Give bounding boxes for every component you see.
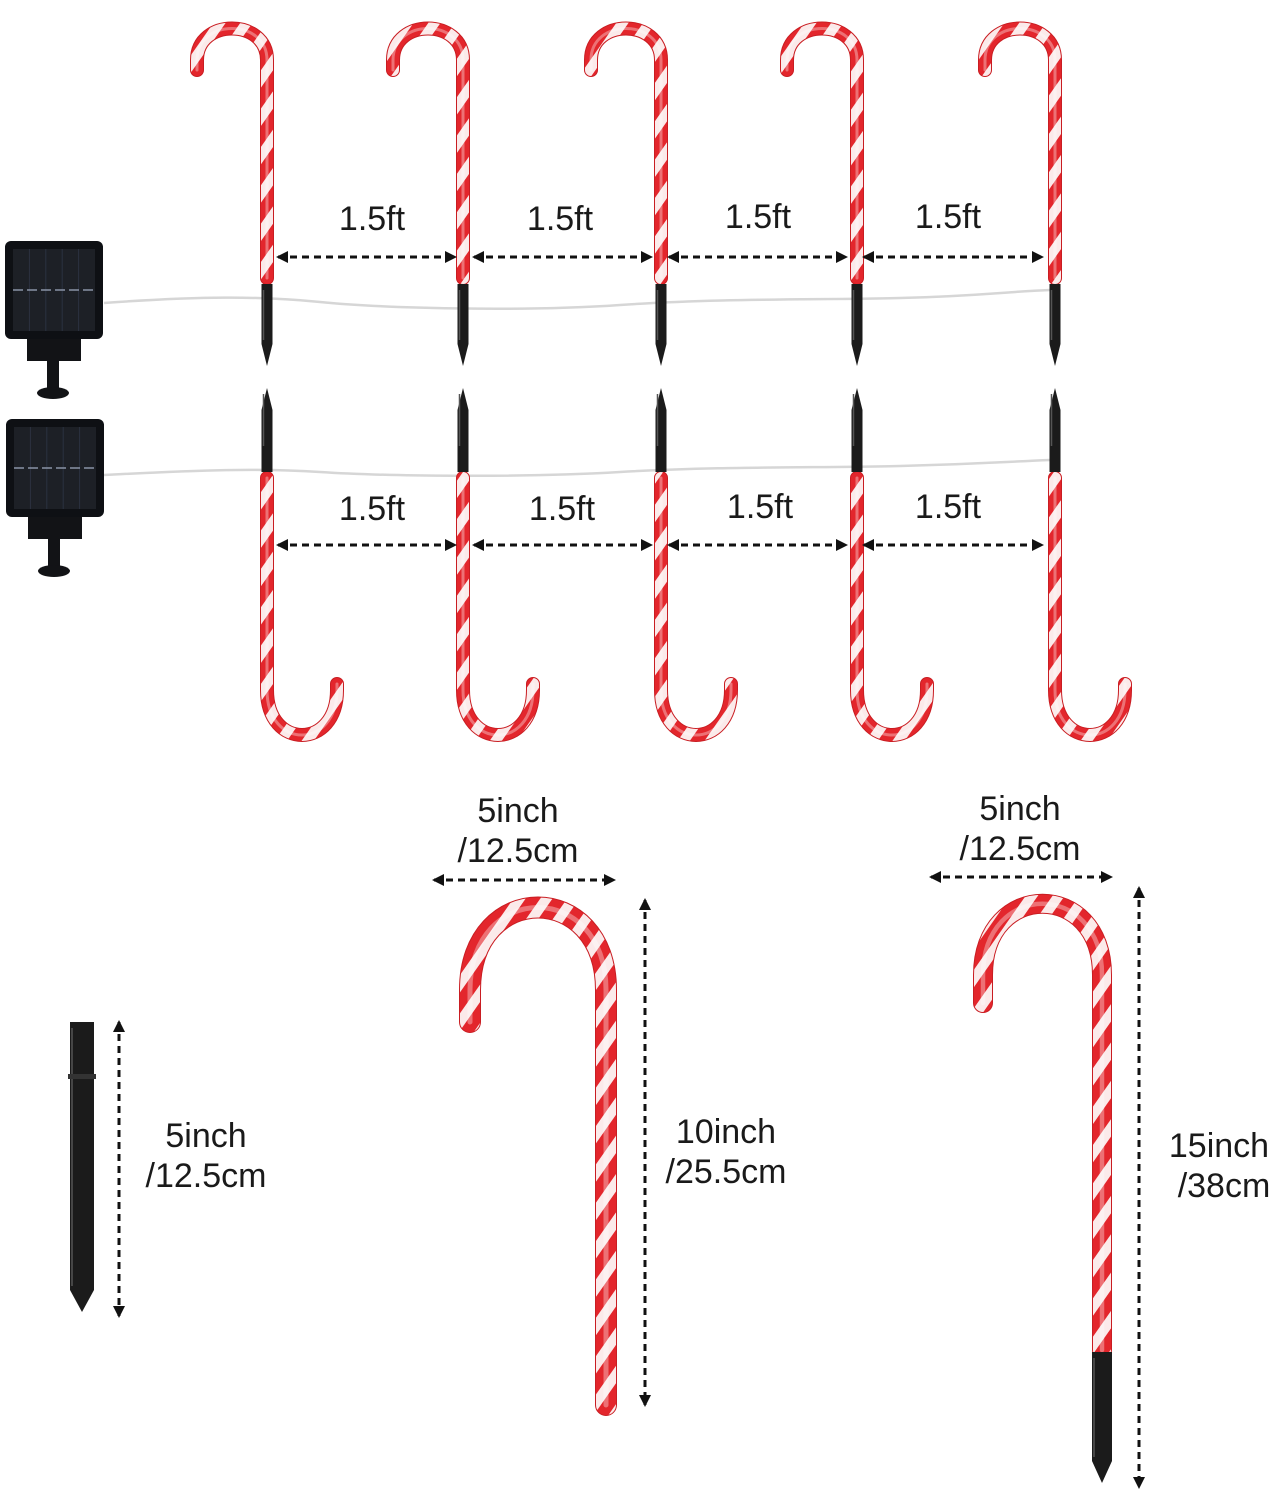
candy-cane-icon <box>973 893 1112 1360</box>
solar-panel-icon <box>5 241 103 399</box>
small-cane-height-line2: /25.5cm <box>666 1153 787 1191</box>
wire-top <box>103 288 1051 310</box>
candy-cane-icon <box>780 21 864 285</box>
candy-cane-icon <box>260 471 344 742</box>
ground-stake-icon <box>457 388 469 472</box>
ground-stake-icon <box>261 284 273 366</box>
ground-stake-icon <box>1049 284 1061 366</box>
small-cane-height-line1: 10inch <box>676 1113 776 1151</box>
spacing-label-bottom-1: 1.5ft <box>339 490 406 528</box>
candy-cane-icon <box>850 471 934 742</box>
candy-cane-icon <box>456 471 540 742</box>
objects-layer <box>5 21 1132 1483</box>
solar-panel-icon <box>6 419 104 577</box>
large-cane-width-line2: /12.5cm <box>960 830 1081 868</box>
spacing-label-bottom-4: 1.5ft <box>915 488 982 526</box>
stake-height-line1: 5inch <box>165 1117 246 1155</box>
candy-cane-icon <box>459 896 617 1416</box>
ground-stake-icon <box>655 284 667 366</box>
candy-cane-icon <box>978 21 1062 285</box>
ground-stake-icon <box>70 1022 94 1312</box>
wire-bottom <box>103 458 1051 478</box>
wire-layer <box>103 288 1051 478</box>
small-cane-width-line1: 5inch <box>477 792 558 830</box>
ground-stake-icon <box>1049 388 1061 472</box>
large-cane-height-line2: /38cm <box>1178 1167 1271 1205</box>
large-cane-height-line1: 15inch <box>1169 1127 1269 1165</box>
ground-stake-icon <box>261 388 273 472</box>
large-cane-width-line1: 5inch <box>979 790 1060 828</box>
candy-cane-icon <box>1048 471 1132 742</box>
ground-stake-icon <box>655 388 667 472</box>
ground-stake-icon <box>851 388 863 472</box>
candy-cane-icon <box>190 21 274 285</box>
dimension-layer <box>113 251 1145 1489</box>
spacing-label-top-1: 1.5ft <box>339 200 406 238</box>
candy-cane-icon <box>654 471 738 742</box>
ground-stake-icon <box>1092 1352 1112 1483</box>
ground-stake-icon <box>457 284 469 366</box>
candy-cane-icon <box>584 21 668 285</box>
spacing-label-bottom-2: 1.5ft <box>529 490 596 528</box>
stake-collar <box>68 1074 96 1079</box>
candy-cane-icon <box>386 21 470 285</box>
ground-stake-icon <box>851 284 863 366</box>
spacing-label-top-4: 1.5ft <box>915 198 982 236</box>
spacing-label-bottom-3: 1.5ft <box>727 488 794 526</box>
stake-height-line2: /12.5cm <box>146 1157 267 1195</box>
spacing-label-top-2: 1.5ft <box>527 200 594 238</box>
small-cane-width-line2: /12.5cm <box>458 832 579 870</box>
spacing-label-top-3: 1.5ft <box>725 198 792 236</box>
